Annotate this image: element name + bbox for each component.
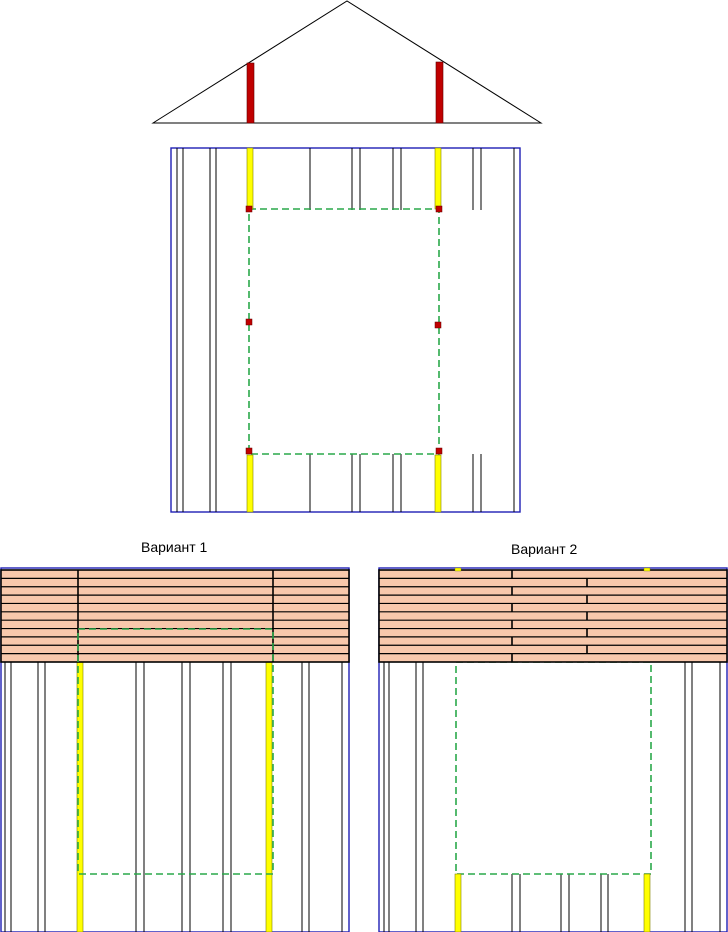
post-left-top bbox=[246, 147, 254, 210]
variant-1-post-right bbox=[265, 661, 273, 932]
variant-2-post-top bbox=[643, 567, 651, 572]
strut-marker bbox=[434, 321, 442, 329]
variant-2-post-top bbox=[454, 567, 462, 572]
strut-marker bbox=[435, 205, 443, 213]
variant-1-frame bbox=[0, 567, 350, 932]
variant-2-post-right bbox=[643, 873, 651, 932]
variant-2-sheathing bbox=[378, 569, 728, 663]
post-left-bottom bbox=[246, 454, 254, 513]
variant-2-caption: Вариант 2 bbox=[511, 541, 578, 557]
variant-1-caption: Вариант 1 bbox=[141, 539, 208, 555]
variant-1-sheathing bbox=[0, 569, 350, 663]
post-right-top bbox=[434, 147, 442, 210]
variant-1-wall bbox=[0, 567, 350, 932]
strut-marker bbox=[245, 447, 253, 455]
variant-2-wall bbox=[378, 567, 728, 932]
variant-1-opening bbox=[77, 628, 274, 875]
strut-marker bbox=[245, 205, 253, 213]
strut-marker bbox=[245, 318, 253, 326]
variant-2-frame bbox=[378, 567, 728, 932]
post-right-bottom bbox=[434, 454, 442, 513]
roof-strut-right bbox=[435, 61, 444, 124]
variant-2-opening bbox=[455, 661, 652, 875]
variant-2-post-left bbox=[454, 873, 462, 932]
wall-frame bbox=[170, 147, 521, 513]
roof-truss bbox=[151, 0, 543, 124]
roof-strut-left bbox=[246, 62, 255, 124]
window-opening bbox=[248, 208, 440, 455]
roof-triangle bbox=[151, 0, 543, 124]
main-wall-elevation bbox=[170, 147, 521, 513]
strut-marker bbox=[435, 447, 443, 455]
